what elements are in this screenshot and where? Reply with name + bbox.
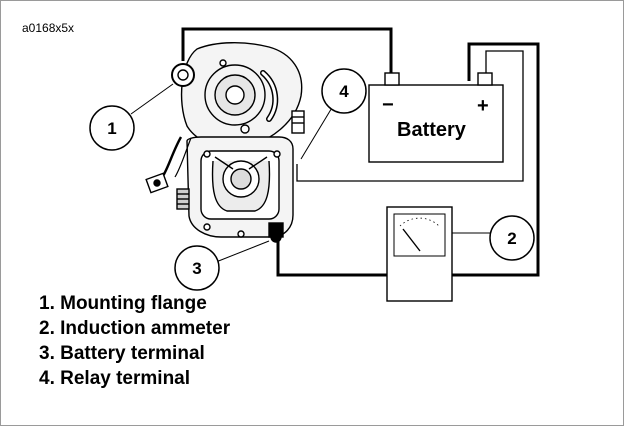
positive-lead-return: [452, 42, 540, 277]
battery-negative-post: [384, 72, 400, 86]
negative-lead: [181, 27, 393, 74]
battery-positive-post: [477, 72, 493, 86]
callout-3-number: 3: [192, 259, 201, 278]
starter-motor: [145, 42, 305, 243]
ammeter-needle: [402, 228, 421, 252]
relay-wire: [296, 50, 524, 182]
positive-lead: [276, 234, 387, 277]
legend-item-battery-terminal: 3. Battery terminal: [39, 343, 205, 364]
legend-item-mounting-flange: 1. Mounting flange: [39, 293, 207, 314]
ammeter-dial: [393, 213, 446, 257]
legend: 1. Mounting flange 2. Induction ammeter …: [39, 291, 230, 391]
battery-label: Battery: [397, 119, 467, 141]
wiring: [181, 27, 540, 277]
callout-leaders: [130, 83, 492, 263]
battery-positive-sign: +: [477, 95, 489, 117]
battery-case: [368, 84, 504, 163]
callout-2-number: 2: [507, 229, 516, 248]
callout-4-number: 4: [339, 82, 349, 101]
legend-item-relay-terminal: 4. Relay terminal: [39, 368, 191, 389]
battery-negative-sign: −: [382, 94, 394, 116]
callout-1: 1: [89, 105, 135, 151]
callout-2: 2: [489, 215, 535, 261]
induction-ammeter: [386, 206, 453, 302]
figure-id: a0168x5x: [22, 21, 75, 35]
legend-item-induction-ammeter: 2. Induction ammeter: [39, 318, 231, 339]
callout-3: 3: [174, 245, 220, 291]
battery: − + Battery: [368, 72, 504, 163]
callout-4: 4: [321, 68, 367, 114]
callout-1-number: 1: [107, 119, 116, 138]
